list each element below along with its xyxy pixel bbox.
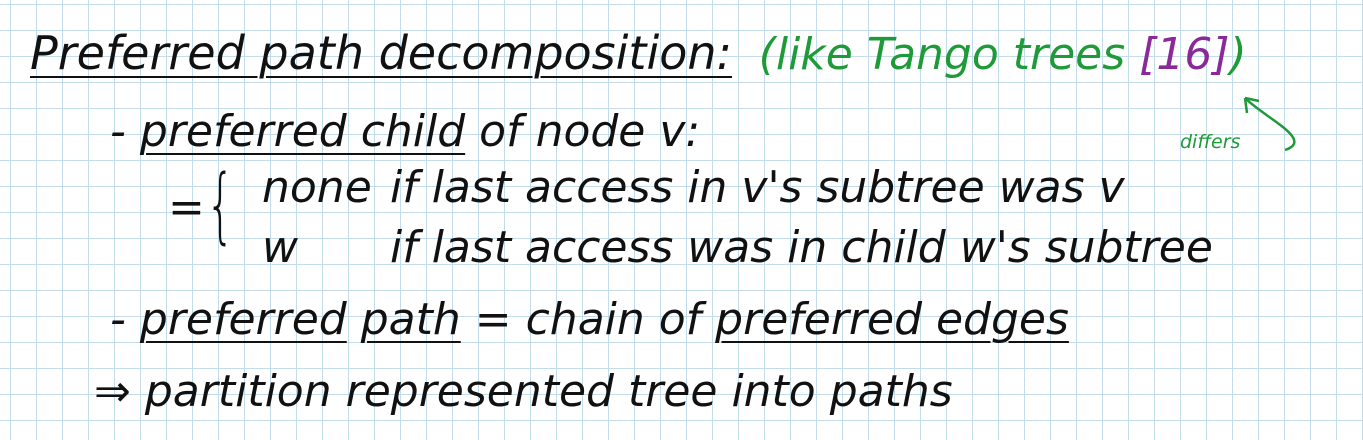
annotation-differs: differs	[1180, 131, 1241, 153]
case-none: none if last access in v's subtree was v	[262, 166, 1125, 210]
citation-ref: [16]	[1139, 29, 1230, 80]
bullet-dash: -	[110, 106, 126, 157]
left-brace: {	[206, 158, 235, 253]
title-line: Preferred path decomposition: (like Tang…	[30, 30, 1247, 77]
bullet-preferred-child: - preferred child of node v:	[110, 110, 700, 154]
case-w: w if last access was in child w's subtre…	[262, 226, 1213, 270]
case-condition: if last access in v's subtree was v	[390, 162, 1125, 213]
case-value: w	[262, 222, 298, 273]
curved-arrow-icon	[1243, 96, 1296, 152]
bullet-dash: -	[110, 294, 126, 345]
case-value: none	[262, 162, 372, 213]
term-preferred-edges: preferred edges	[715, 294, 1069, 345]
term-preferred-child: preferred child	[139, 106, 466, 157]
bullet-text: = chain of	[474, 294, 702, 345]
citation-note: (like Tango trees [16])	[759, 29, 1247, 80]
page-title: Preferred path decomposition:	[30, 26, 733, 80]
bullet-preferred-path: - preferred path = chain of preferred ed…	[110, 298, 1069, 342]
implies-arrow-icon: ⇒	[94, 366, 131, 417]
bullet-text: of node v:	[479, 106, 701, 157]
equals-sign: =	[168, 182, 205, 233]
term-path: path	[360, 294, 461, 345]
bullet-partition: ⇒ partition represented tree into paths	[94, 370, 953, 414]
note-close: )	[1229, 29, 1247, 80]
term-preferred: preferred	[139, 294, 347, 345]
case-condition: if last access was in child w's subtree	[390, 222, 1213, 273]
bullet-text: partition represented tree into paths	[144, 366, 953, 417]
note-text: (like Tango trees	[758, 29, 1126, 80]
